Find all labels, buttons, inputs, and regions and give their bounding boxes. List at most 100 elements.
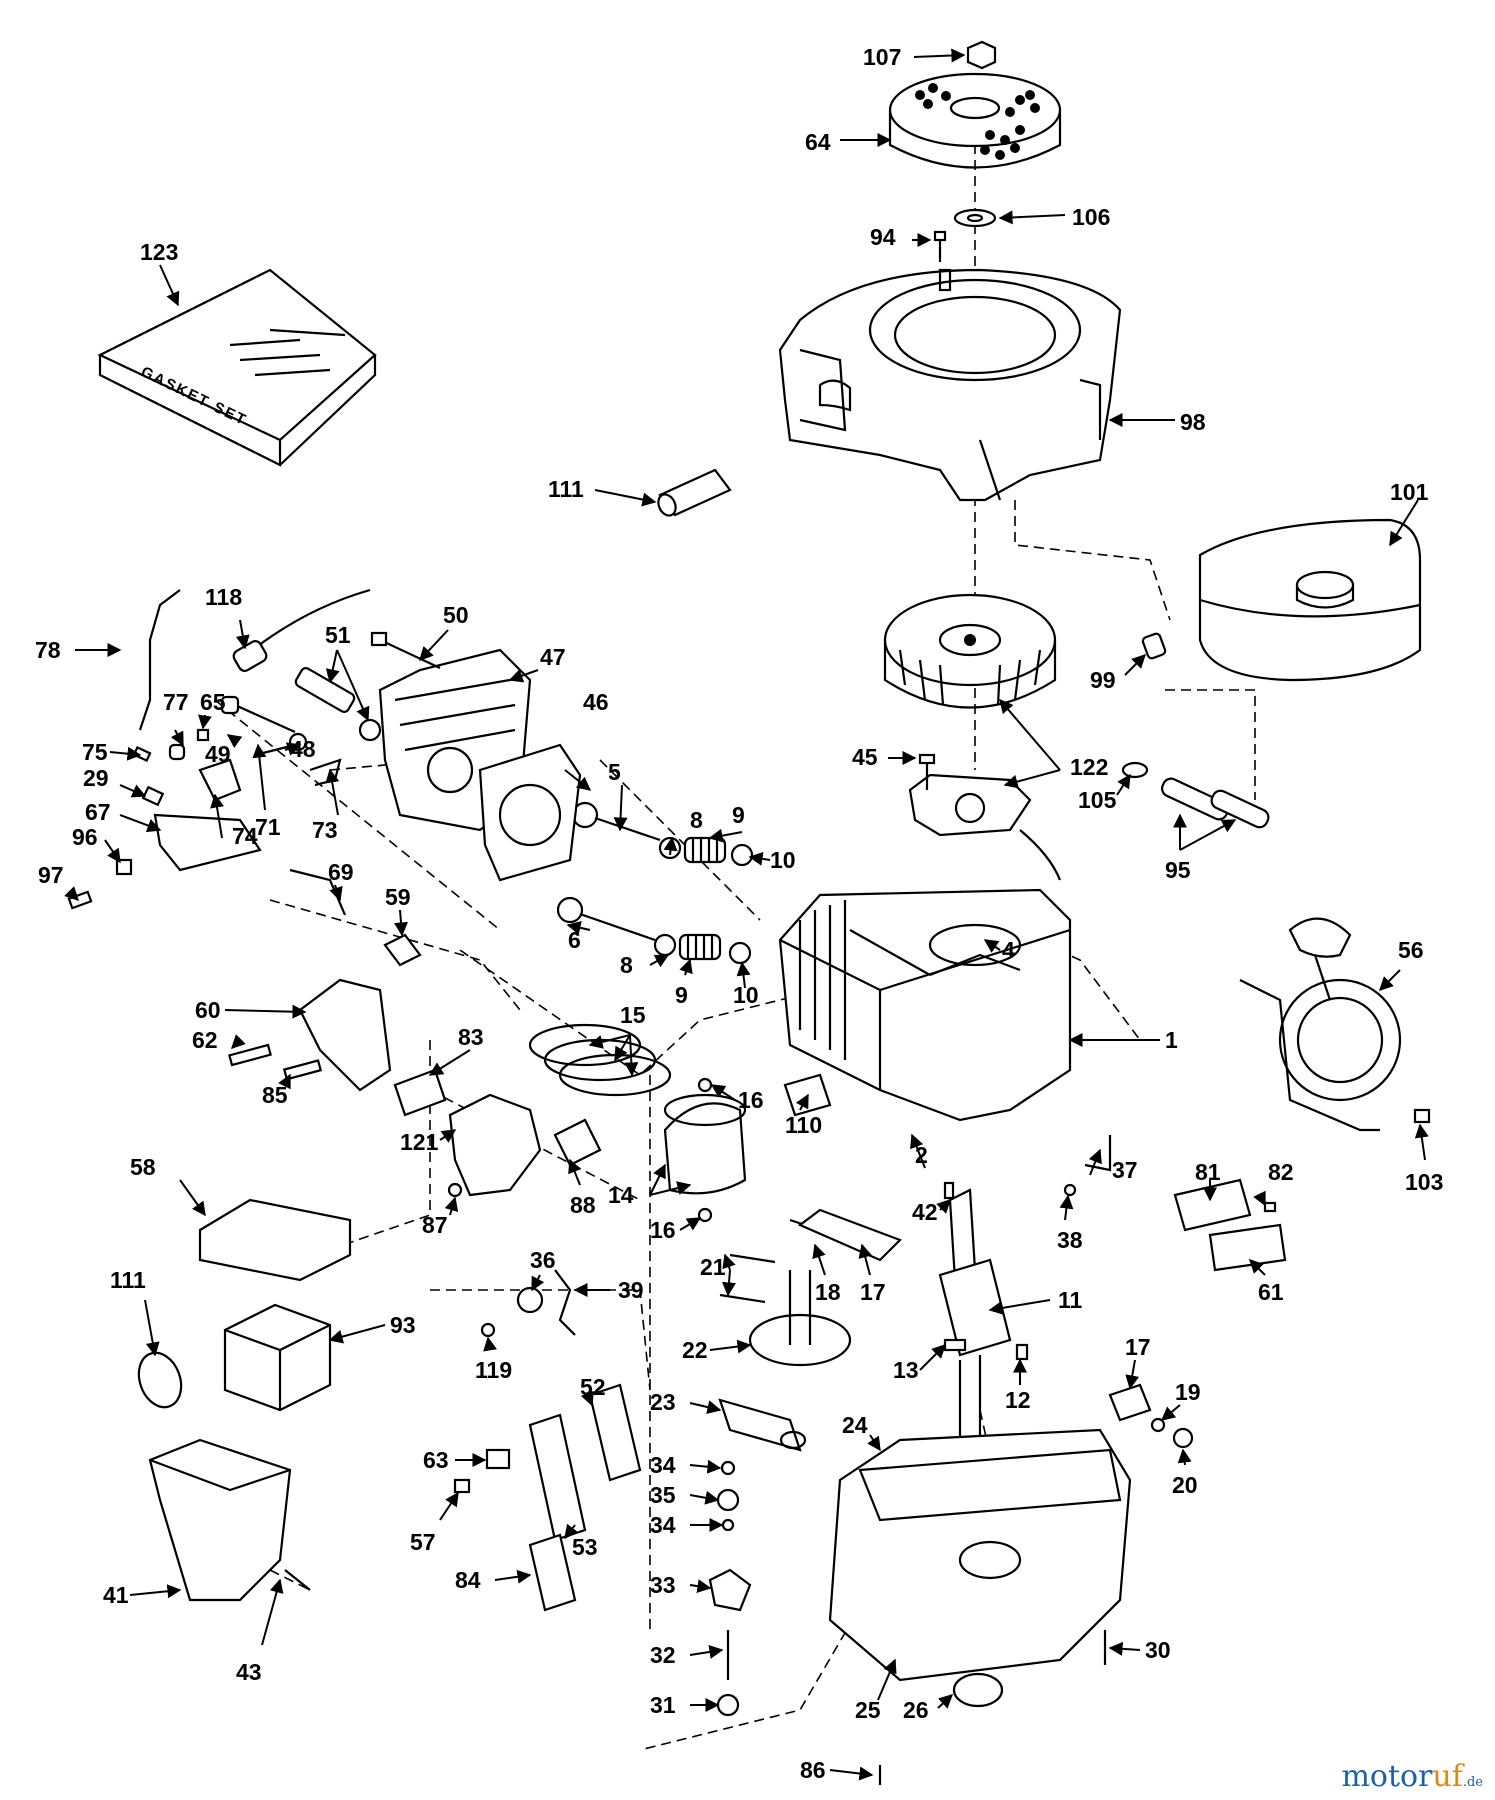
callout: 59 [385,884,411,910]
screw-87 [447,1182,463,1198]
callout: 81 [1195,1159,1221,1185]
callout: 18 [815,1279,841,1305]
callout: 67 [85,799,111,825]
callout: 26 [903,1697,929,1723]
callout: 34 [650,1452,676,1478]
engine-sump [828,1428,1132,1682]
callout: 29 [83,765,109,791]
callout: 95 [1165,857,1191,883]
screw-45 [918,753,936,790]
callout: 77 [163,689,189,715]
callout: 49 [205,741,231,767]
governor-parts [480,1269,576,1338]
callout: 78 [35,637,61,663]
motoruf-logo: motoruf.de [1341,1759,1483,1794]
callout: 96 [72,824,98,850]
callout: 20 [1172,1472,1198,1498]
callout: 38 [1057,1227,1083,1253]
valve-springs [653,836,754,965]
screw-43 [284,1569,311,1591]
callout: 34 [650,1512,676,1538]
callout: 2 [915,1142,928,1168]
intake-parts [228,933,422,1092]
screw-94 [933,230,947,262]
throttle-bracket-parts [67,728,347,916]
callout: 8 [620,952,633,978]
callout: 62 [192,1027,218,1053]
callout: 12 [1005,1387,1031,1413]
callout: 74 [232,823,258,849]
callout: 75 [82,739,108,765]
gasket-set-box: GASKET SET [97,268,377,467]
leader-arrows [64,48,1429,1781]
rotating-screen-assembly [888,40,1062,228]
callout: 93 [390,1312,416,1338]
callout: 57 [410,1529,436,1555]
callout: 48 [290,736,316,762]
callout: 84 [455,1567,481,1593]
callout: 37 [1112,1157,1138,1183]
electrical-parts [453,1383,642,1612]
callout: 105 [1078,787,1117,813]
callout: 8 [690,807,703,833]
piston-parts [528,1023,747,1223]
callout: 65 [200,689,226,715]
callout: 19 [1175,1379,1201,1405]
callout: 33 [650,1572,676,1598]
callout: 123 [140,239,178,265]
callout: 16 [650,1217,676,1243]
callout: 23 [650,1389,676,1415]
callout: 53 [572,1534,598,1560]
callout: 46 [583,689,609,715]
callout: 17 [1125,1334,1151,1360]
callout: 35 [650,1482,676,1508]
callout: 6 [568,927,581,953]
fuel-tank [1198,518,1422,682]
callout-numbers: 107 64 94 106 123 98 111 101 118 50 78 5… [35,44,1443,1783]
callout: 30 [1145,1637,1171,1663]
callout: 21 [700,1254,726,1280]
callout: 4 [1002,937,1015,963]
callout: 42 [912,1199,938,1225]
callout: 9 [732,802,745,828]
sump-fasteners [878,1630,1107,1785]
callout: 15 [620,1002,646,1028]
callout: 25 [855,1697,881,1723]
callout: 111 [110,1267,146,1293]
callout: 73 [312,817,338,843]
callout: 83 [458,1024,484,1050]
blower-housing [778,268,1122,502]
callout: 61 [1258,1279,1284,1305]
callout: 110 [785,1112,822,1138]
callout: 47 [540,644,566,670]
callout: 87 [422,1212,448,1238]
callout: 121 [400,1129,439,1155]
callout: 111 [548,476,584,502]
callout: 60 [195,997,221,1023]
tube-111 [657,468,732,517]
callout: 51 [325,622,351,648]
callout: 106 [1072,204,1110,230]
air-cleaner-parts [137,1198,352,1602]
callout: 85 [262,1082,288,1108]
callout: 9 [675,982,688,1008]
callout: 69 [328,859,354,885]
callout: 36 [530,1247,556,1273]
callout: 71 [255,814,281,840]
callout: 64 [805,129,831,155]
callout: 103 [1405,1169,1443,1195]
callout: 101 [1390,479,1429,505]
callout: 1 [1165,1027,1178,1053]
callout: 97 [38,862,64,888]
callout: 13 [893,1357,919,1383]
recoil-starter [1239,917,1402,1132]
callout: 24 [842,1412,868,1438]
callout: 119 [475,1357,512,1383]
ground-wire [138,589,181,731]
callout: 98 [1180,409,1206,435]
callout: 107 [863,44,901,70]
decal-plates [1173,1178,1287,1272]
callout: 32 [650,1642,676,1668]
callout: 58 [130,1154,156,1180]
